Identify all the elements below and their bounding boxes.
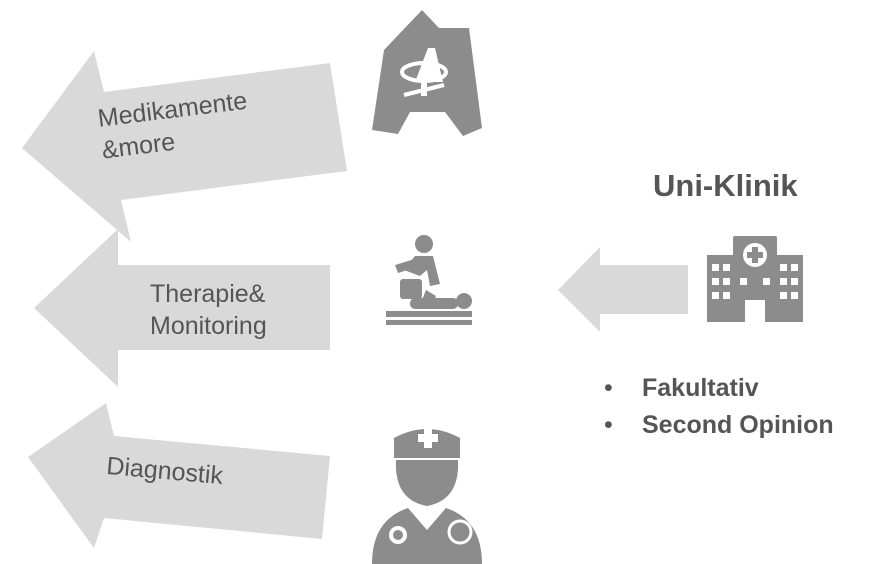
clinic-title: Uni-Klinik [653, 168, 798, 203]
clinic-bullet-list: • Fakultativ • Second Opinion [604, 370, 834, 444]
physiotherapy-icon [386, 235, 472, 325]
arrow-label-therapie: Therapie& Monitoring [150, 278, 267, 342]
doctor-icon [372, 428, 482, 564]
hospital-icon [707, 236, 803, 322]
list-item: • Second Opinion [604, 407, 834, 444]
arrow-therapie [34, 229, 330, 387]
list-item: • Fakultativ [604, 370, 834, 407]
arrow-medikamente [22, 51, 347, 242]
arrow-uni-klinik [558, 247, 688, 332]
bullet-text: Second Opinion [642, 411, 834, 439]
arrow-label-line: Therapie& [150, 280, 266, 308]
bullet-icon: • [604, 374, 613, 402]
bullet-text: Fakultativ [642, 374, 759, 402]
arrow-label-line: Monitoring [150, 312, 267, 340]
arrow-diagnostik [28, 403, 330, 548]
pharmacy-icon [372, 10, 482, 136]
bullet-icon: • [604, 411, 613, 439]
